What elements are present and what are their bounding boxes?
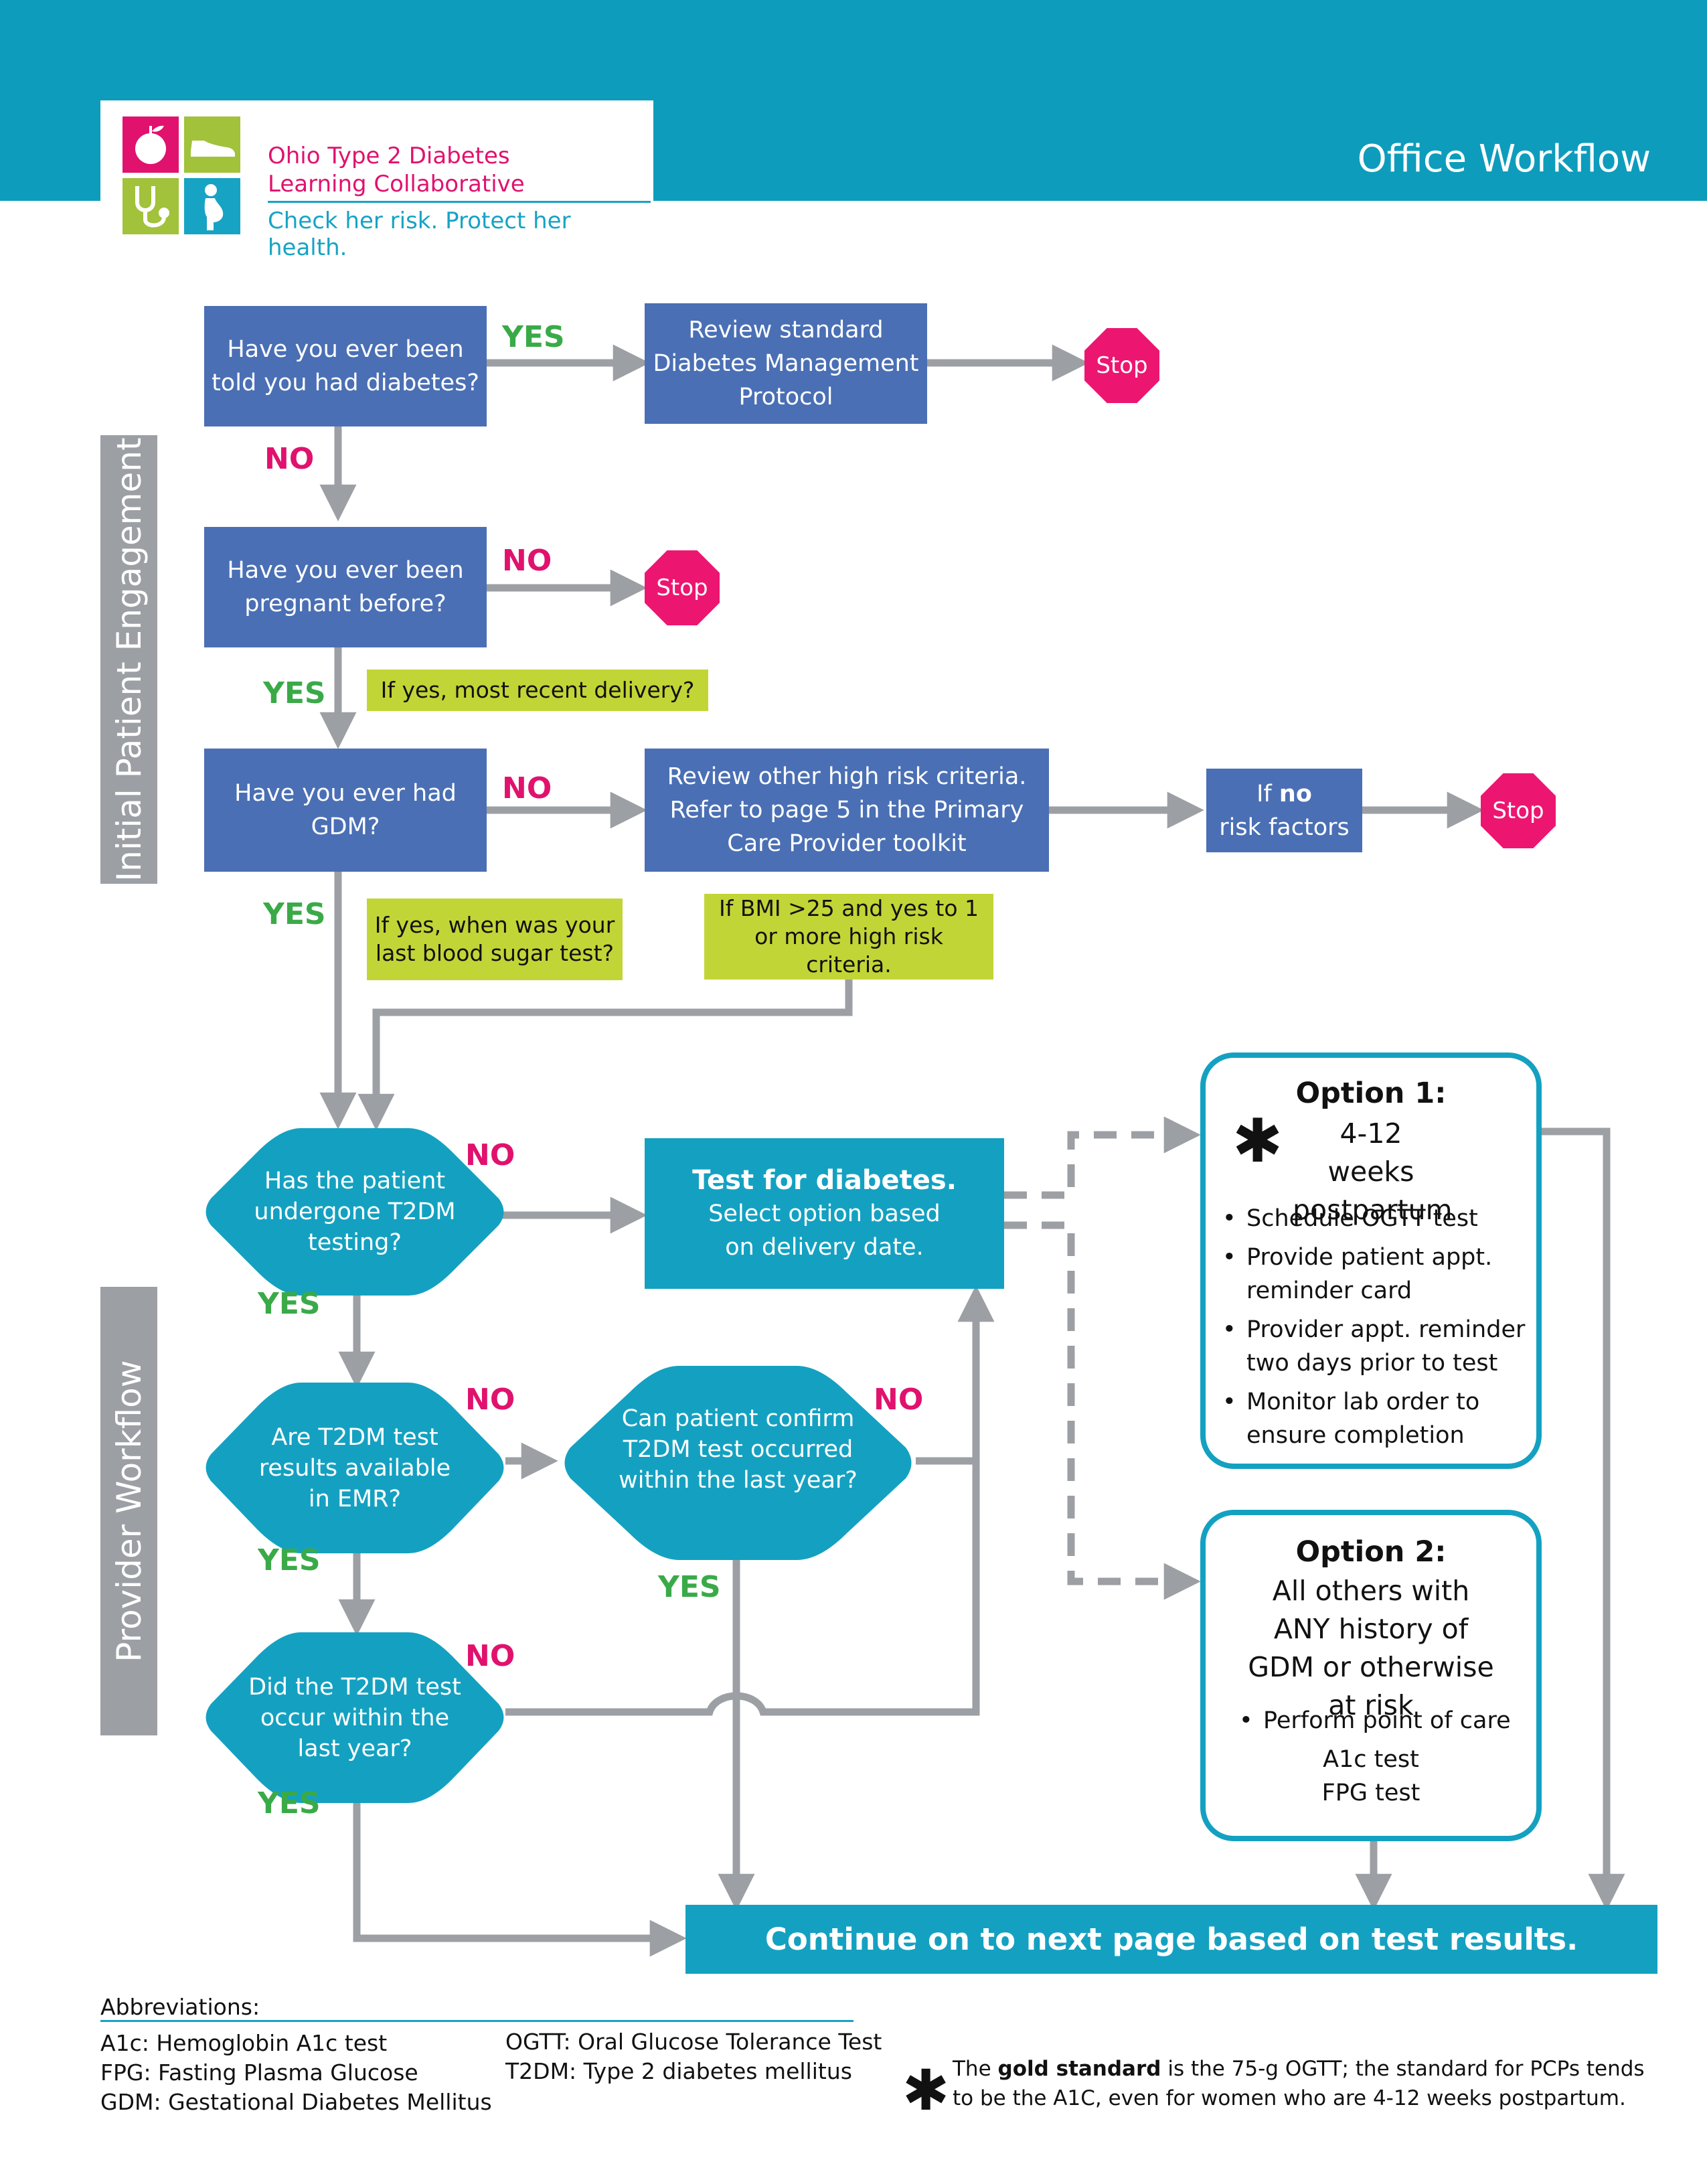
- abbreviation-item: T2DM: Type 2 diabetes mellitus: [505, 2058, 852, 2084]
- footnote: The gold standard is the 75-g OGTT; the …: [953, 2057, 1645, 2110]
- yes-label: YES: [258, 1786, 321, 1820]
- no-label: NO: [264, 442, 315, 476]
- note-last-test: If yes, when was your last blood sugar t…: [367, 899, 623, 980]
- option-2-sub: All others with ANY history of GDM or ot…: [1248, 1575, 1494, 1721]
- yes-label: YES: [658, 1570, 721, 1604]
- yes-label: YES: [263, 897, 326, 931]
- apple-icon: [123, 116, 179, 173]
- option-2-box: Option 2: All others with ANY history of…: [1200, 1510, 1542, 1841]
- option-2-test-a1c: A1c test: [1323, 1746, 1419, 1773]
- page-title: Office Workflow: [1357, 137, 1651, 181]
- yes-label: YES: [258, 1287, 321, 1321]
- abbreviation-item: GDM: Gestational Diabetes Mellitus: [100, 2089, 492, 2115]
- asterisk-icon: ✱: [1232, 1106, 1283, 1176]
- option-1-heading: Option 1:: [1295, 1077, 1447, 1110]
- abbreviations-title: Abbreviations:: [100, 1994, 260, 2020]
- yes-label: YES: [258, 1543, 321, 1577]
- decision-shape: [564, 1366, 912, 1560]
- question-ever-pregnant: Have you ever been pregnant before?: [204, 527, 487, 647]
- section-label-provider: Provider Workflow: [100, 1287, 157, 1735]
- decision-undergone-text: Has the patient undergone T2DM testing?: [254, 1168, 456, 1256]
- list-item: Schedule OGTT test: [1222, 1202, 1530, 1235]
- shoe-icon: [184, 116, 240, 173]
- decision-test-occurred: Did the T2DM test occur within the last …: [201, 1632, 509, 1803]
- logo-org-name: Ohio Type 2 Diabetes Learning Collaborat…: [268, 142, 643, 198]
- org-line-2: Learning Collaborative: [268, 171, 525, 198]
- decision-available-text: Are T2DM test results available in EMR?: [258, 1423, 451, 1512]
- no-label: NO: [502, 771, 552, 805]
- decision-results-available: Are T2DM test results available in EMR?: [201, 1383, 509, 1553]
- continue-bar: Continue on to next page based on test r…: [685, 1905, 1657, 1974]
- no-label: NO: [502, 544, 552, 578]
- note-bmi: If BMI >25 and yes to 1 or more high ris…: [704, 894, 993, 980]
- abbreviations-divider: [100, 2020, 854, 2022]
- yes-label: YES: [502, 320, 565, 354]
- question-had-gdm: Have you ever had GDM?: [204, 749, 487, 872]
- stop-sign-3: Stop: [1481, 773, 1556, 848]
- test-box-body: Select option based on delivery date.: [708, 1200, 941, 1261]
- yes-label: YES: [263, 676, 326, 710]
- list-item: Perform point of care: [1239, 1704, 1520, 1737]
- decision-confirm-text: Can patient confirm T2DM test occurred w…: [619, 1405, 858, 1494]
- list-item: Provider appt. reminder two days prior t…: [1222, 1313, 1530, 1380]
- asterisk-icon: ✱: [902, 2057, 950, 2123]
- no-label: NO: [874, 1383, 924, 1417]
- note-recent-delivery: If yes, most recent delivery?: [367, 670, 708, 711]
- review-criteria-box: Review other high risk criteria. Refer t…: [645, 749, 1049, 872]
- decision-shape: [206, 1632, 504, 1803]
- option-1-list: Schedule OGTT test Provide patient appt.…: [1222, 1202, 1530, 1458]
- question-told-diabetes: Have you ever been told you had diabetes…: [204, 306, 487, 426]
- decision-patient-confirm: Can patient confirm T2DM test occurred w…: [559, 1366, 917, 1560]
- test-box-title: Test for diabetes.: [692, 1164, 957, 1196]
- decision-undergone-testing: Has the patient undergone T2DM testing?: [201, 1128, 509, 1296]
- abbreviation-item: OGTT: Oral Glucose Tolerance Test: [505, 2029, 882, 2055]
- no-label: NO: [465, 1639, 515, 1673]
- option-2-list: Perform point of care: [1239, 1704, 1520, 1743]
- no-label: NO: [465, 1383, 515, 1417]
- stop-sign-1: Stop: [1084, 328, 1159, 403]
- option-2-test-fpg: FPG test: [1321, 1780, 1420, 1806]
- decision-occurred-text: Did the T2DM test occur within the last …: [248, 1673, 461, 1762]
- abbreviation-item: FPG: Fasting Plasma Glucose: [100, 2059, 418, 2086]
- list-item: Provide patient appt. reminder card: [1222, 1241, 1530, 1308]
- decision-shape: [206, 1128, 504, 1296]
- option-2-heading: Option 2:: [1295, 1535, 1447, 1569]
- list-item: Monitor lab order to ensure completion: [1222, 1385, 1530, 1452]
- section-label-initial: Initial Patient Engagement: [100, 435, 157, 884]
- test-for-diabetes-box: Test for diabetes. Select option based o…: [645, 1138, 1004, 1289]
- option-1-box: ✱ Option 1: 4-12 weeks postpartum Schedu…: [1200, 1052, 1542, 1469]
- logo-divider: [268, 201, 651, 203]
- stop-sign-2: Stop: [645, 550, 720, 625]
- abbreviation-item: A1c: Hemoglobin A1c test: [100, 2030, 388, 2056]
- no-label: NO: [465, 1138, 515, 1172]
- org-line-1: Ohio Type 2 Diabetes: [268, 143, 510, 169]
- decision-shape: [206, 1383, 504, 1553]
- logo-tagline: Check her risk. Protect her health.: [268, 208, 571, 261]
- pregnant-woman-icon: [184, 178, 240, 234]
- review-protocol-box: Review standard Diabetes Management Prot…: [645, 303, 927, 424]
- stethoscope-icon: [123, 178, 179, 234]
